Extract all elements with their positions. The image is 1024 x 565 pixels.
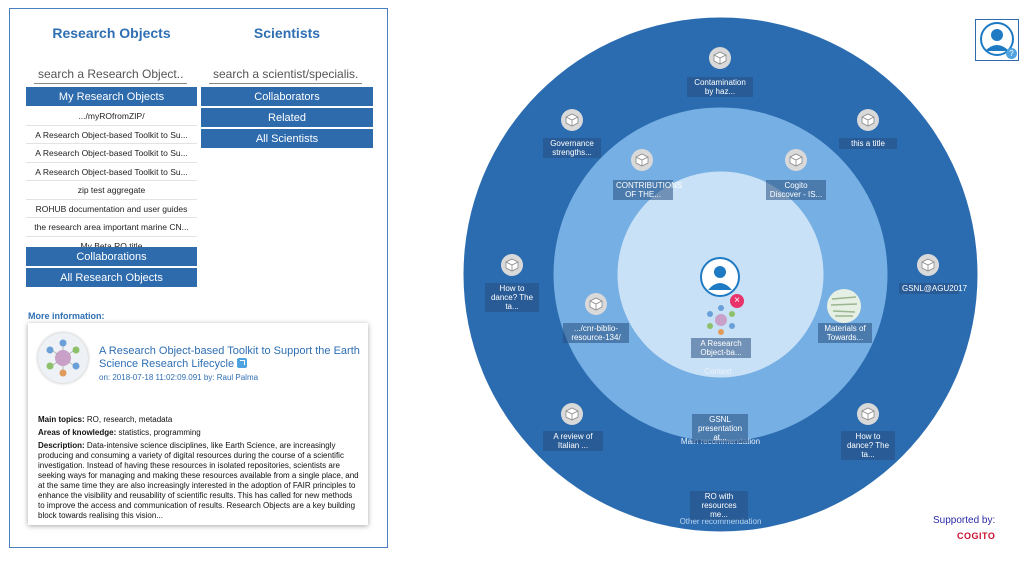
center-node-label: A Research Object-ba...	[691, 338, 751, 358]
box-icon[interactable]	[585, 293, 607, 315]
main-node-label: Cogito Discover - IS...	[766, 180, 826, 200]
all-research-objects-button[interactable]: All Research Objects	[26, 268, 197, 288]
materials-thumbnail[interactable]	[827, 289, 861, 323]
other-node-label: RO with resources me...	[690, 491, 748, 520]
user-profile-button[interactable]: ?	[975, 19, 1019, 61]
box-icon[interactable]	[857, 109, 879, 131]
box-icon[interactable]	[917, 254, 939, 276]
research-object-thumbnail	[38, 333, 88, 383]
left-panel: Research Objects Scientists My Research …	[9, 8, 388, 548]
description-text: Data-intensive science disciplines, like…	[38, 441, 359, 520]
context-ring-label: Context	[704, 367, 732, 376]
context-node-label: .../cnr-biblio- resource-134/	[563, 323, 629, 343]
box-icon[interactable]	[709, 47, 731, 69]
card-meta: on: 2018-07-18 11:02:09.091 by: Raul Pal…	[99, 373, 259, 382]
box-icon[interactable]	[785, 149, 807, 171]
box-icon[interactable]	[857, 403, 879, 425]
box-icon[interactable]	[631, 149, 653, 171]
list-item[interactable]: zip test aggregate	[26, 181, 197, 200]
card-title-text[interactable]: A Research Object-based Toolkit to Suppo…	[99, 345, 360, 370]
areas-of-knowledge: Areas of knowledge: statistics, programm…	[38, 428, 360, 438]
other-recommendation-label: Other recommendation	[679, 517, 762, 526]
cogito-logo: COGITO	[957, 531, 996, 541]
main-topics-label: Main topics:	[38, 415, 85, 424]
other-node-label: GSNL@AGU2017	[899, 283, 967, 294]
areas-label: Areas of knowledge:	[38, 428, 117, 437]
recommendation-visualization: Context Main recommendation Other recomm…	[463, 17, 978, 532]
more-information-heading: More information:	[28, 311, 105, 321]
related-button[interactable]: Related	[201, 108, 373, 128]
supported-by-label: Supported by:	[933, 515, 996, 526]
center-user-avatar[interactable]	[700, 257, 740, 297]
research-object-detail-card: A Research Object-based Toolkit to Suppo…	[28, 323, 368, 525]
center-research-object-graph[interactable]	[703, 302, 739, 338]
other-node-label: Contamination by haz...	[687, 77, 753, 97]
list-item[interactable]: ROHUB documentation and user guides	[26, 200, 197, 218]
scientists-title: Scientists	[253, 25, 321, 41]
areas-value: statistics, programming	[118, 428, 201, 437]
description-label: Description:	[38, 441, 85, 450]
context-node-label: Materials of Towards...	[818, 323, 872, 343]
list-item[interactable]: A Research Object-based Toolkit to Su...	[26, 144, 197, 163]
research-object-search-input[interactable]	[34, 64, 187, 84]
other-node-label: A review of Italian ...	[543, 431, 603, 451]
box-icon[interactable]	[561, 109, 583, 131]
other-node-label: Governance strengths...	[543, 138, 601, 158]
close-icon[interactable]: ×	[730, 294, 744, 308]
scientist-search-input[interactable]	[209, 64, 362, 84]
list-item[interactable]: A Research Object-based Toolkit to Su...	[26, 163, 197, 181]
list-item[interactable]: A Research Object-based Toolkit to Su...	[26, 126, 197, 144]
external-link-icon[interactable]	[237, 358, 248, 368]
other-node-label: How to dance? The ta...	[841, 431, 895, 460]
main-node-label: GSNL presentation at...	[692, 414, 748, 443]
list-item[interactable]: the research area important marine CN...	[26, 218, 197, 237]
other-node-label: How to dance? The ta...	[485, 283, 539, 312]
help-badge-icon[interactable]: ?	[1006, 48, 1017, 59]
main-topics: Main topics: RO, research, metadata	[38, 415, 360, 425]
box-icon[interactable]	[561, 403, 583, 425]
research-objects-title: Research Objects	[52, 25, 171, 41]
research-object-title-link[interactable]: A Research Object-based Toolkit to Suppo…	[99, 345, 361, 371]
collaborations-button[interactable]: Collaborations	[26, 247, 197, 267]
other-node-label: this a title	[839, 138, 897, 149]
collaborators-button[interactable]: Collaborators	[201, 87, 373, 107]
main-node-label: CONTRIBUTIONS OF THE...	[613, 180, 682, 200]
my-research-objects-button[interactable]: My Research Objects	[26, 87, 197, 107]
box-icon[interactable]	[501, 254, 523, 276]
all-scientists-button[interactable]: All Scientists	[201, 129, 373, 149]
list-item[interactable]: .../myROfromZIP/	[26, 107, 197, 126]
research-object-list: .../myROfromZIP/ A Research Object-based…	[26, 107, 197, 248]
main-topics-value: RO, research, metadata	[86, 415, 173, 424]
description: Description: Data-intensive science disc…	[38, 441, 360, 521]
